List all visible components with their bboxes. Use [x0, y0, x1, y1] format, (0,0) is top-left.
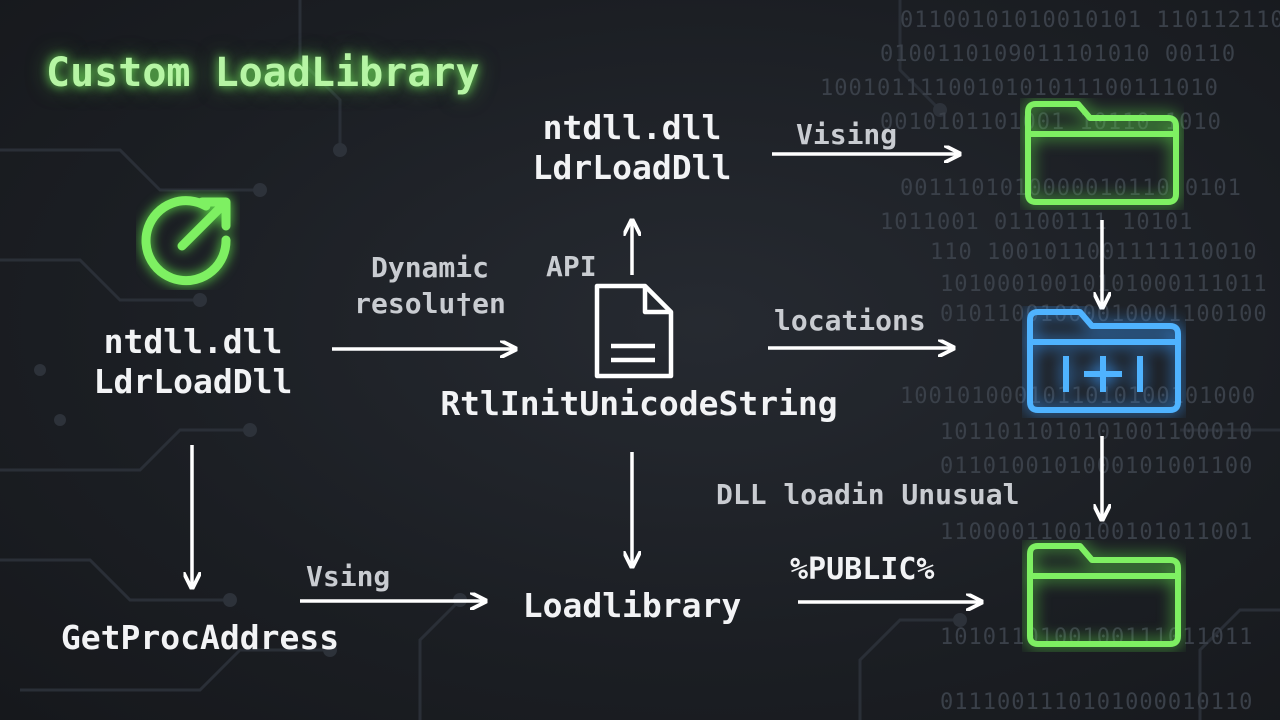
node-bottom-left: GetProcAddress	[60, 618, 340, 657]
node-middle-function: RtlInitUnicodeString	[440, 384, 838, 423]
binary-text: 0010101101001 10110 1010	[880, 110, 1222, 135]
binary-text: 1001010001011010100101000	[900, 384, 1257, 409]
binary-text: 0110100101000101001100	[940, 454, 1254, 479]
edge-label-dynamic: Dynamic resolu†en	[340, 250, 520, 322]
binary-text: 1011011010101001100010	[940, 420, 1254, 445]
node-top-module: ntdll.dll	[542, 108, 722, 147]
binary-text: 1100001100100101011001	[940, 520, 1254, 545]
node-left: ntdll.dll LdrLoadDll	[60, 322, 326, 402]
binary-text: 0100110109011101010 00110	[880, 42, 1237, 67]
external-link-icon	[141, 196, 231, 286]
edge-label-api: API	[546, 250, 597, 283]
edge-label-dynamic-line2: resolu†en	[354, 287, 506, 320]
edge-label-dll-loading: DLL loadin Unusual	[716, 478, 1020, 511]
binary-text: 110 1001011001111110010	[930, 240, 1258, 265]
node-left-module: ntdll.dll	[103, 322, 283, 361]
edge-label-dynamic-line1: Dynamic	[370, 251, 489, 284]
binary-text: 1001011110010101011100111010	[820, 76, 1219, 101]
edge-label-locations: locations	[774, 304, 926, 337]
folder-icon	[1025, 101, 1179, 205]
node-top: ntdll.dll LdrLoadDll	[500, 108, 764, 188]
edge-label-vsing: Vsing	[306, 560, 391, 593]
node-bottom-middle: Loadlibrary	[522, 586, 742, 625]
node-left-function: LdrLoadDll	[93, 362, 293, 401]
node-top-function: LdrLoadDll	[532, 148, 732, 187]
binary-text: 01100101010010101 1101121100	[900, 8, 1280, 33]
edge-label-vising: Vising	[796, 118, 898, 151]
binary-text: 0111001110101000010110	[940, 690, 1254, 715]
diagram-title: Custom LoadLibrary	[46, 50, 480, 96]
binary-text: 0011101010000010110 0101	[900, 176, 1242, 201]
folder-icon	[1027, 543, 1181, 647]
folder-icon	[1027, 309, 1181, 413]
public-path-label: %PUBLIC%	[790, 552, 935, 587]
document-icon	[594, 283, 674, 379]
binary-text: 1011001 01100111 10101	[880, 210, 1194, 235]
